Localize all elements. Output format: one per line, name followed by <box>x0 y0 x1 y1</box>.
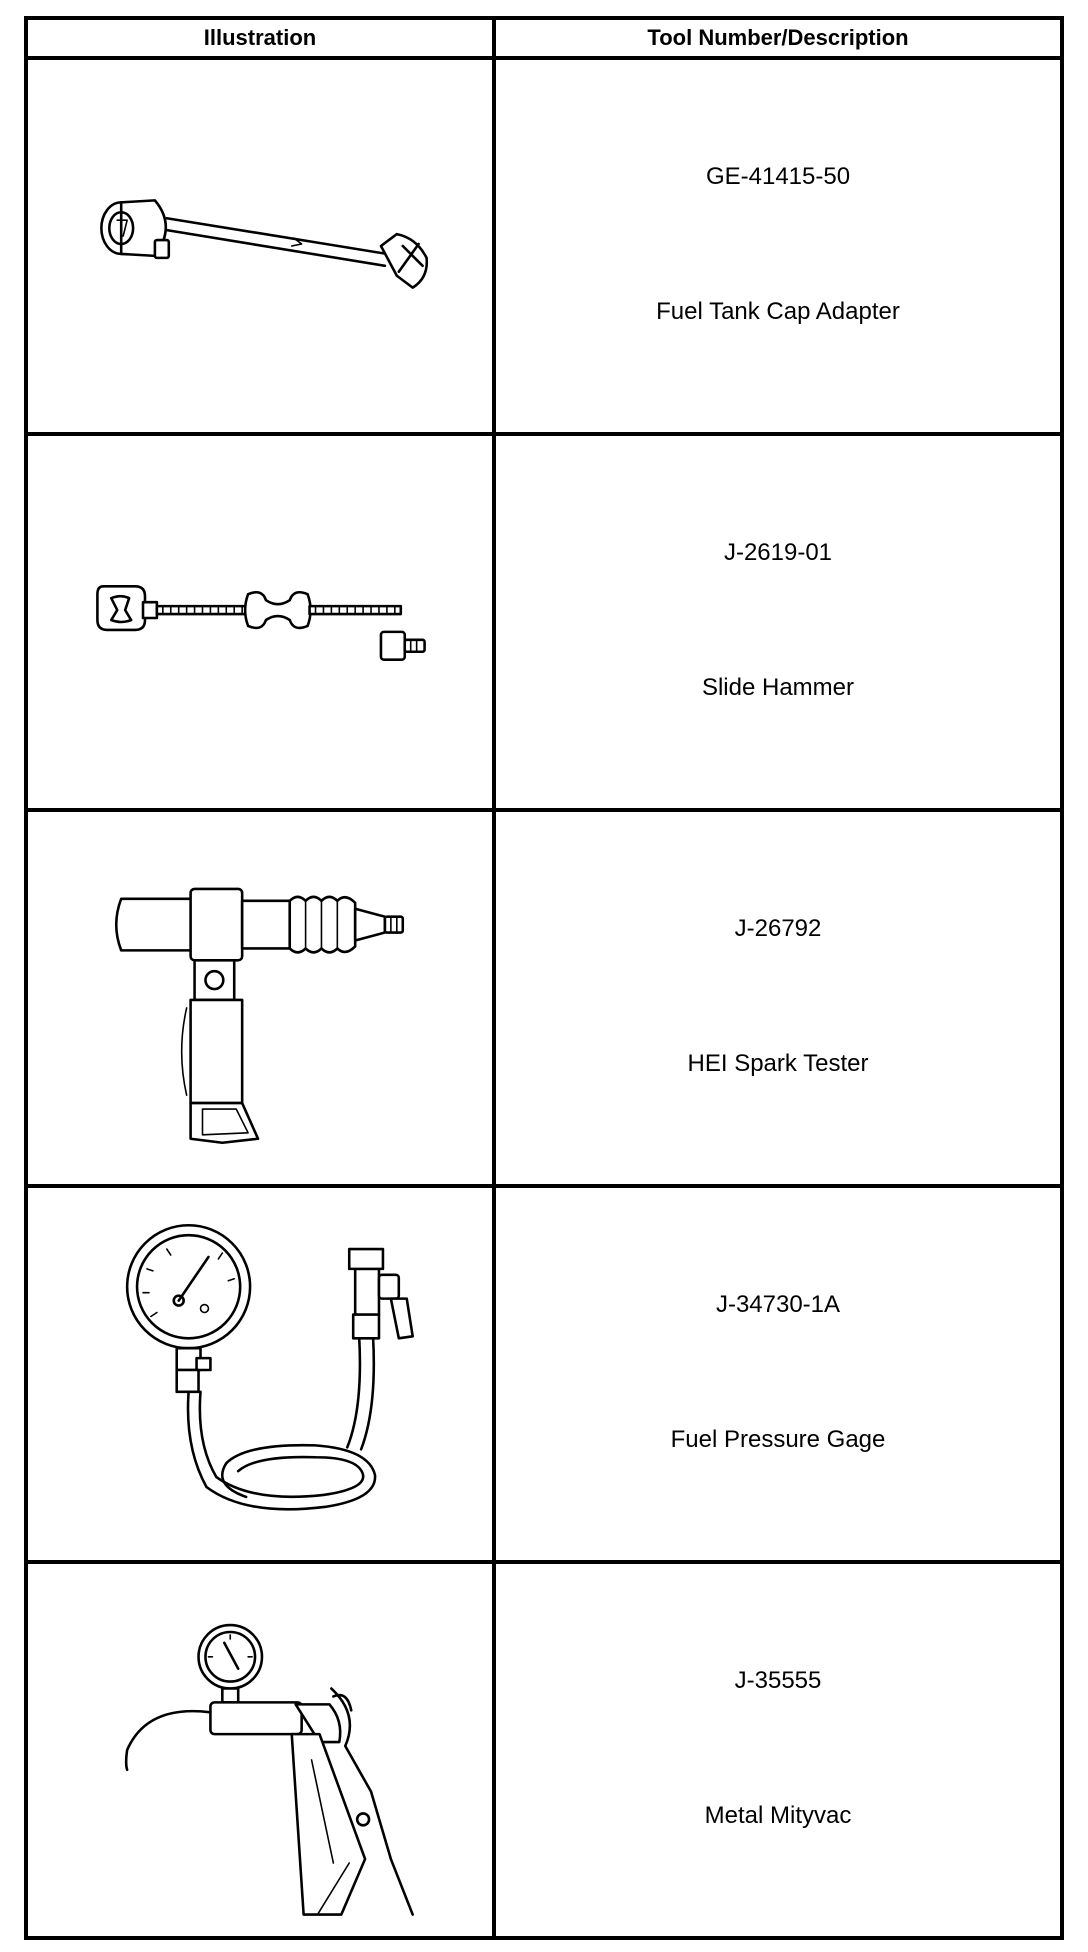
tool-description: Fuel Pressure Gage <box>670 1426 886 1453</box>
pressure-gage-illustration <box>125 1223 414 1511</box>
tool-header: Tool Number/Description <box>492 16 1064 60</box>
header-row: Illustration Tool Number/Description <box>24 16 1064 60</box>
table-row: GE-41415-50 Fuel Tank Cap Adapter <box>24 56 1064 436</box>
tool-description: Metal Mityvac <box>704 1802 852 1829</box>
tool-number: J-26792 <box>734 915 822 942</box>
description-cell: J-2619-01 Slide Hammer <box>492 432 1064 812</box>
illustration-cell <box>24 56 496 436</box>
table-row: J-26792 HEI Spark Tester <box>24 808 1064 1188</box>
tool-description: Slide Hammer <box>701 674 855 701</box>
description-cell: J-34730-1A Fuel Pressure Gage <box>492 1184 1064 1564</box>
tool-number: J-35555 <box>734 1667 822 1694</box>
special-tools-table: Illustration Tool Number/Description <box>24 16 1064 1940</box>
tool-number: GE-41415-50 <box>705 163 851 190</box>
fuel-tank-cap-adapter-illustration <box>100 199 429 289</box>
illustration-cell <box>24 808 496 1188</box>
description-cell: J-26792 HEI Spark Tester <box>492 808 1064 1188</box>
spark-tester-illustration <box>114 887 405 1145</box>
tool-description: Fuel Tank Cap Adapter <box>656 298 900 325</box>
description-cell: J-35555 Metal Mityvac <box>492 1560 1064 1940</box>
illustration-cell <box>24 1184 496 1564</box>
illustration-header: Illustration <box>24 16 496 60</box>
tool-number: J-2619-01 <box>723 539 833 566</box>
table-row: J-2619-01 Slide Hammer <box>24 432 1064 812</box>
tool-description: HEI Spark Tester <box>687 1050 869 1077</box>
table-row: J-34730-1A Fuel Pressure Gage <box>24 1184 1064 1564</box>
mityvac-illustration <box>124 1623 414 1916</box>
tool-number: J-34730-1A <box>715 1291 841 1318</box>
description-cell: GE-41415-50 Fuel Tank Cap Adapter <box>492 56 1064 436</box>
illustration-cell <box>24 1560 496 1940</box>
table-row: J-35555 Metal Mityvac <box>24 1560 1064 1940</box>
illustration-cell <box>24 432 496 812</box>
slide-hammer-illustration <box>96 585 426 661</box>
